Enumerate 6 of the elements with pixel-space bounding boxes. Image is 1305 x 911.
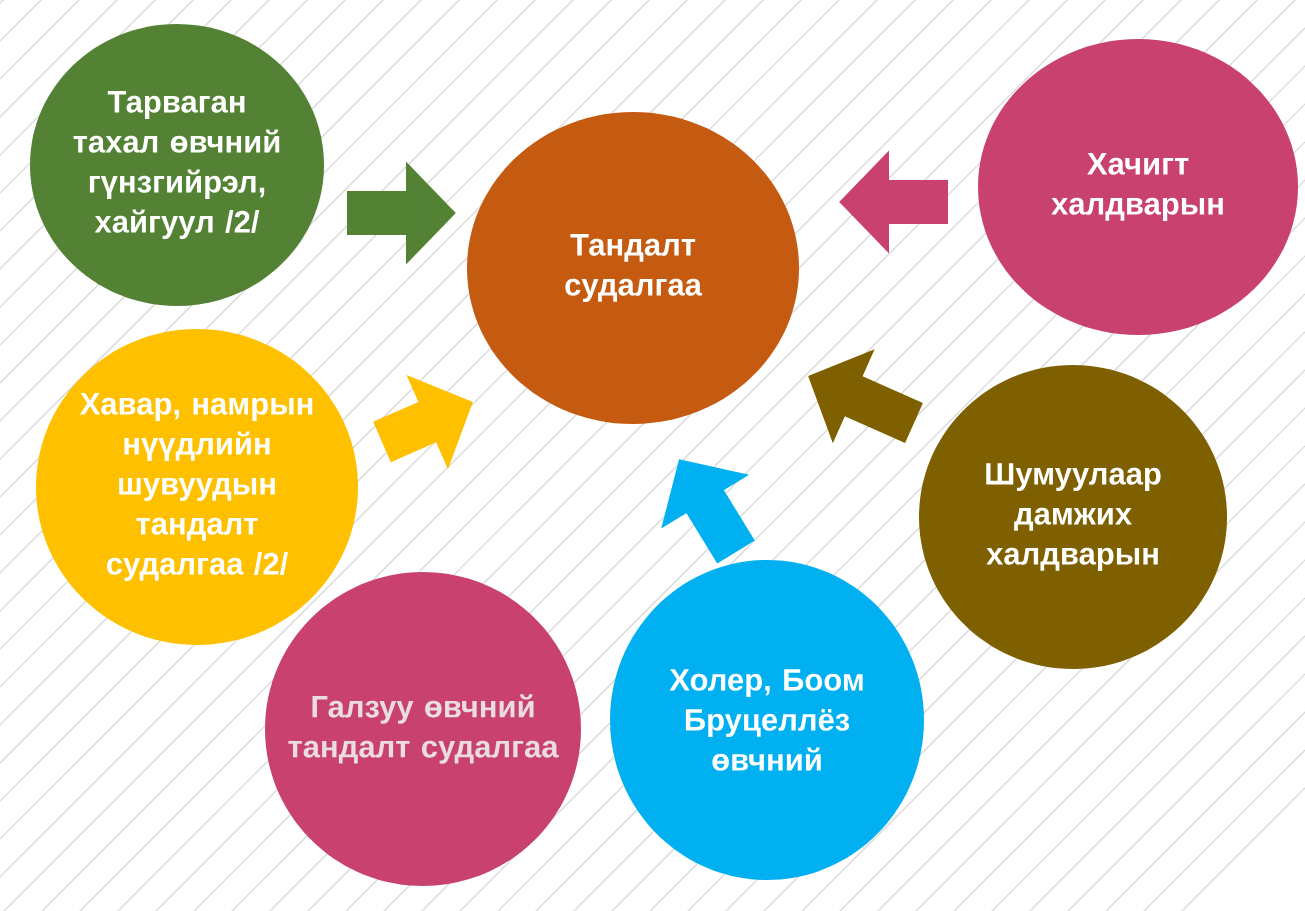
circle-node: Хачигт халдварын [978, 39, 1298, 335]
circle-node: Тандалт судалгаа [467, 112, 799, 424]
circle-node: Холер, Боом Бруцеллёз өвчний [610, 560, 924, 880]
circle-node: Хавар, намрын нүүдлийн шувуудын тандалт судалгаа /2/ [36, 329, 358, 645]
circle-node: Шумуулаар дамжих халдварын [919, 365, 1227, 669]
circle-node: Тарваган тахал өвчний гүнзгийрэл, хайгуул /2/ [30, 24, 324, 306]
